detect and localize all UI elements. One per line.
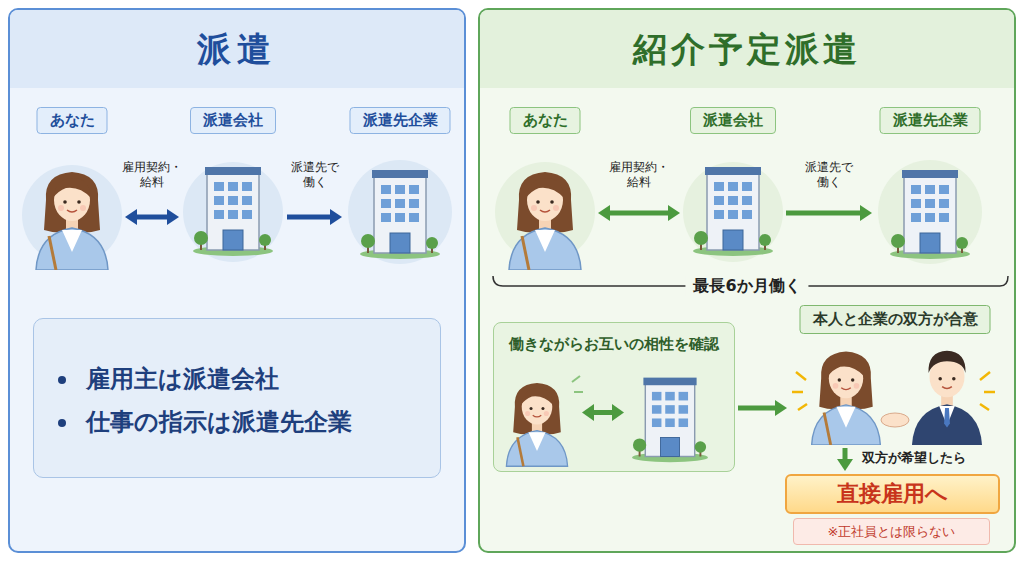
bullet-dot: [58, 376, 66, 384]
person-node: あなた: [22, 105, 122, 270]
node-text: あなた: [37, 107, 108, 134]
arrow-head: [598, 205, 610, 221]
connector-line: [738, 406, 777, 411]
bullet-dot: [58, 419, 66, 427]
mutual-arrow: [582, 404, 624, 421]
edge-label: 双方が希望したら: [862, 449, 966, 467]
arrow-head: [330, 209, 342, 225]
woman-figure: [506, 383, 567, 466]
connector-line: [135, 215, 169, 220]
portrait-circle: [878, 160, 982, 264]
result-box: 直接雇用へ: [785, 474, 1000, 514]
connector-line: [608, 211, 670, 216]
bullet-box: 雇用主は派遣会社仕事の指示は派遣先企業: [33, 318, 441, 478]
connector-arrow: [287, 209, 342, 225]
node-text: ※正社員とは限らない: [794, 519, 989, 544]
arrow-head: [775, 400, 787, 416]
portrait-circle: [22, 165, 122, 265]
node-text: 働きながらお互いの相性を確認: [494, 335, 734, 354]
portrait-circle: [348, 160, 452, 264]
node-text-line: 雇用主は派遣会社: [86, 364, 279, 394]
connector-arrow: [738, 400, 787, 416]
connector-arrow: [837, 448, 853, 471]
connector-arrow: [125, 209, 179, 225]
handshake: [881, 413, 909, 427]
building-icon: [193, 167, 273, 256]
building-icon: [890, 170, 970, 259]
connector-arrow: [786, 205, 872, 221]
building-icon: [693, 167, 773, 256]
duration-label: 最長6か月働く: [685, 276, 808, 296]
portrait-circle: [183, 162, 283, 262]
node-text: 紹介予定派遣: [480, 10, 1014, 88]
edge-label: 雇用契約・給料: [608, 160, 670, 190]
note-box: ※正社員とは限らない: [793, 518, 990, 545]
client-node: 派遣先企業: [345, 105, 455, 270]
portrait-circle: [683, 162, 783, 262]
woman-figure: [812, 351, 881, 445]
node-text: 派遣会社: [190, 107, 276, 134]
node-text: 派遣先企業: [350, 107, 451, 134]
node-text: 本人と企業の双方が合意: [800, 305, 991, 334]
agreement-node: 本人と企業の双方が合意: [790, 305, 1000, 445]
edge-label: 雇用契約・給料: [121, 160, 183, 190]
node-text: あなた: [510, 107, 581, 134]
sparkle: [572, 376, 583, 392]
company-node: 派遣会社: [683, 105, 783, 270]
company-node: 派遣会社: [182, 105, 284, 270]
arrow-head: [837, 459, 853, 471]
connector-line: [786, 211, 862, 216]
connector-arrow: [598, 205, 680, 221]
node-text: 派遣会社: [690, 107, 776, 134]
client-node: 派遣先企業: [875, 105, 985, 270]
building-icon: [632, 378, 708, 463]
connector-line: [843, 448, 848, 461]
node-text: 直接雇用へ: [787, 476, 998, 512]
panel: 派遣あなた 派遣会社 派遣先企業雇用主は派遣会社仕事の指示は派遣先企業: [8, 8, 466, 553]
woman-figure: [509, 172, 581, 270]
person-node: あなた: [495, 105, 595, 270]
edge-label: 派遣先で働く: [290, 160, 340, 190]
portrait-circle: [495, 162, 595, 262]
connector-line: [287, 215, 332, 220]
process-box: 働きながらお互いの相性を確認: [493, 322, 735, 472]
arrow-head: [860, 205, 872, 221]
node-text-line: 仕事の指示は派遣先企業: [86, 407, 352, 437]
building-icon: [360, 170, 440, 259]
arrow-head: [125, 209, 137, 225]
arrow-head: [668, 205, 680, 221]
node-text: 派遣先企業: [880, 107, 981, 134]
edge-label: 派遣先で働く: [804, 160, 854, 190]
man-figure: [912, 351, 982, 445]
sparkle: [792, 372, 995, 410]
arrow-head: [167, 209, 179, 225]
node-text: 派遣: [10, 10, 464, 88]
woman-figure: [36, 172, 108, 270]
